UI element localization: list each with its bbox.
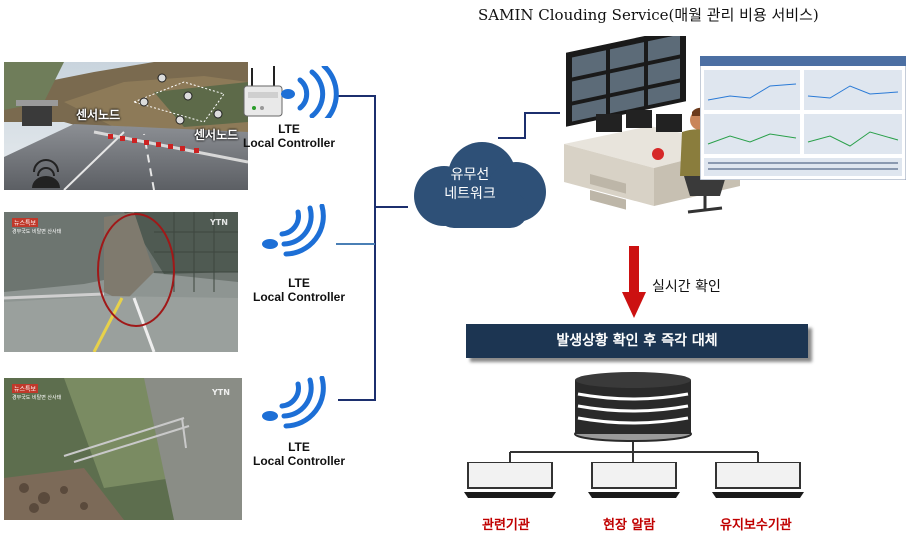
- org-label-maintenance-agency: 유지보수기관: [720, 518, 792, 533]
- broadcaster-logo: YTN: [210, 218, 228, 227]
- cloud-label-line1: 유무선: [450, 167, 490, 183]
- service-title: SAMIN Clouding Service(매월 관리 비용 서비스): [478, 6, 819, 24]
- org-label-related-agency: 관련기관: [482, 518, 530, 533]
- lte-controller-label: LTE Local Controller: [238, 440, 360, 468]
- cloud-icon: [414, 142, 546, 228]
- lte-label-line1: LTE: [288, 440, 310, 454]
- broadcaster-logo: YTN: [212, 388, 230, 397]
- sensor-node-label-1: 센서노드: [76, 108, 121, 122]
- lte-controller-label: LTE Local Controller: [238, 276, 360, 304]
- response-banner: 발생상황 확인 후 즉각 대체: [466, 324, 808, 358]
- photo-tunnel-road: 센서노드 센서노드: [4, 62, 248, 190]
- news-subtitle: 경부국도 비탈면 산사태: [12, 395, 62, 401]
- news-tag: 뉴스특보: [12, 218, 39, 227]
- lte-label-line1: LTE: [288, 276, 310, 290]
- lte-label-line2: Local Controller: [252, 290, 345, 304]
- operator-workstation-illustration: [564, 36, 740, 214]
- signal-wave-icon: [262, 204, 326, 257]
- database-icon: [574, 372, 692, 442]
- cloud-label-line2: 네트워크: [444, 186, 496, 202]
- signal-wave-icon: [262, 376, 326, 429]
- wireless-node-icon: [32, 159, 60, 188]
- sensor-node-label-2: 센서노드: [194, 128, 239, 142]
- photo-collapsed-slope: 뉴스특보 경부국도 비탈면 산사태 YTN: [4, 378, 242, 520]
- tunnel-road-illustration: [4, 62, 248, 190]
- signal-wave-icon: [281, 66, 339, 118]
- lte-controller-device-icon: [243, 66, 283, 117]
- org-block-icon: [712, 462, 804, 498]
- landslide-road-illustration: [4, 212, 238, 352]
- news-subtitle: 경부국도 비탈면 산사태: [12, 229, 62, 235]
- monitoring-dashboard-screen: [700, 56, 906, 180]
- org-label-site-alarm: 현장 알람: [603, 518, 656, 533]
- org-block-icon: [464, 462, 556, 498]
- lte-label-line1: LTE: [278, 122, 300, 136]
- lte-controller-label: LTE Local Controller: [228, 122, 350, 150]
- org-block-icon: [588, 462, 680, 498]
- news-tag: 뉴스특보: [12, 384, 39, 393]
- highlight-circle: [97, 213, 175, 327]
- realtime-check-label: 실시간 확인: [652, 279, 721, 295]
- down-arrow-icon: [622, 246, 646, 318]
- photo-landslide-road: 뉴스특보 경부국도 비탈면 산사태 YTN: [4, 212, 238, 352]
- lte-label-line2: Local Controller: [242, 136, 335, 150]
- cloud-label: 유무선 네트워크: [420, 166, 520, 204]
- collapsed-slope-illustration: [4, 378, 242, 520]
- lte-label-line2: Local Controller: [252, 454, 345, 468]
